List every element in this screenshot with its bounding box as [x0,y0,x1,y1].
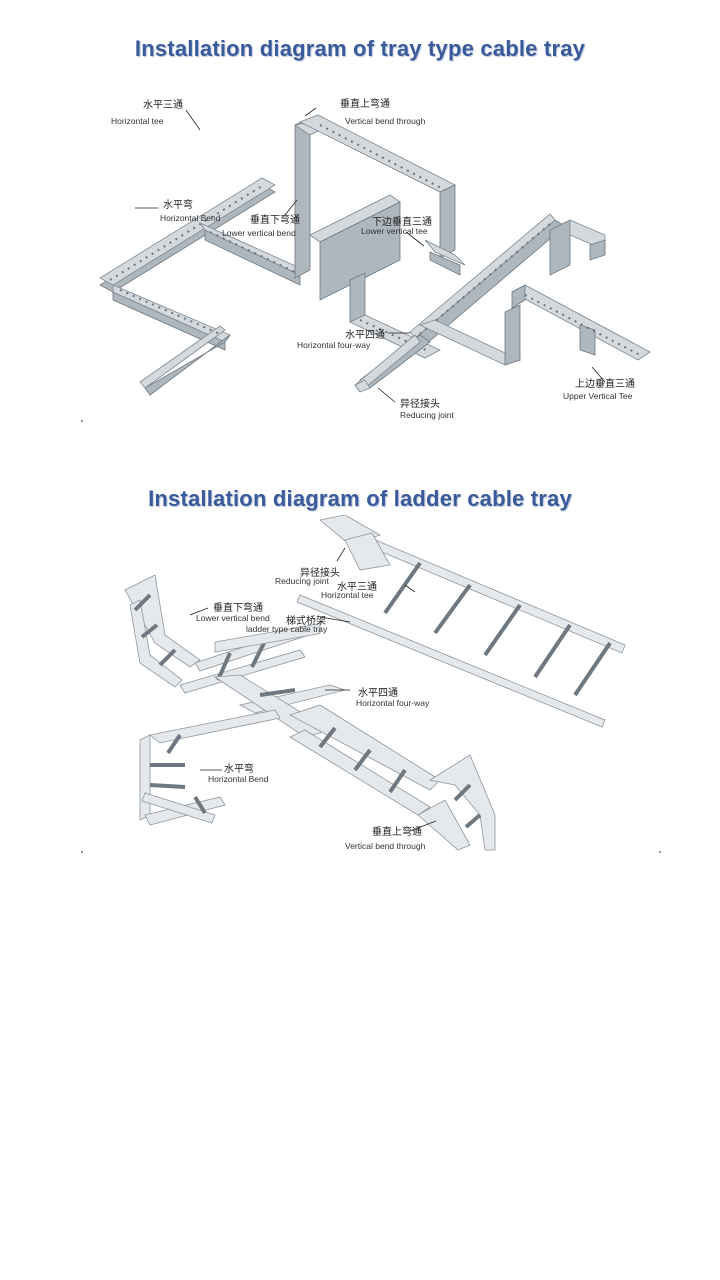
ladder-lower-right-run [288,704,496,851]
tray-vertical-riser [293,117,321,279]
label2-horizontal-bend-en: Horizontal Bend [208,774,269,784]
stray-mark [81,420,83,422]
label-horizontal-four-way-en: Horizontal four-way [297,340,371,350]
ladder-type-diagram: 异径接头 Reducing joint 水平三通 Horizontal tee … [81,515,661,853]
label2-horizontal-bend-cn: 水平弯 [224,762,254,775]
tray-horizontal-bend-piece [112,284,231,396]
label-reducing-joint-en: Reducing joint [400,410,455,420]
tray-diagram-title: Installation diagram of tray type cable … [134,36,586,61]
label2-horizontal-tee-en: Horizontal tee [321,590,374,600]
label2-horizontal-four-way-en: Horizontal four-way [356,698,430,708]
tray-upper-right-piece [549,219,606,276]
label-horizontal-four-way-cn: 水平四通 [345,329,385,341]
tray-main-diagonal [99,177,276,293]
label2-lower-vertical-bend-en: Lower vertical bend [196,613,270,623]
label2-lower-vertical-bend-cn: 垂直下弯通 [213,601,263,614]
ladder-left-vertical-bend [124,574,201,688]
label-lower-vertical-bend-cn: 垂直下弯通 [250,213,300,226]
label-reducing-joint-cn: 异径接头 [400,397,440,410]
stray-mark-right [659,851,661,853]
label2-ladder-tray-en: ladder type cable tray [246,624,328,634]
label-horizontal-bend-en: Horizontal Bend [160,213,221,223]
label-horizontal-tee-en: Horizontal tee [111,116,164,126]
tray-right-diagonal [409,213,566,346]
label-lower-vertical-tee-cn: 下边垂直三通 [372,215,432,228]
label-upper-vertical-tee-cn: 上边垂直三通 [575,377,635,390]
ladder-four-way-cross [213,623,347,738]
tray-reducing-joint [354,334,431,393]
label2-horizontal-four-way-cn: 水平四通 [358,687,398,699]
tray-upper-vertical-tee-run [511,284,651,361]
label2-horizontal-tee-cn: 水平三通 [337,581,377,593]
ladder-diagram-title: Installation diagram of ladder cable tra… [148,486,572,511]
tray-lower-tee [309,194,466,301]
label2-ladder-tray-cn: 梯式桥架 [286,614,326,627]
label-vertical-bend-through-cn: 垂直上弯通 [340,97,390,110]
label-vertical-bend-through-en: Vertical bend through [345,116,426,126]
tray-tee-branch [198,222,301,286]
tray-upper-run [299,114,456,259]
label-horizontal-bend-cn: 水平弯 [163,198,193,211]
ladder-reducing-joint [319,515,391,571]
label-horizontal-tee-cn: 水平三通 [143,99,183,111]
stray-mark-left [81,851,83,853]
label-upper-vertical-tee-en: Upper Vertical Tee [563,391,633,401]
label2-reducing-joint-cn: 异径接头 [300,566,340,579]
tray-four-way-right [418,304,522,366]
tray-type-diagram: 水平三通 Horizontal tee 垂直上弯通 Vertical bend … [81,97,651,422]
ladder-lower-left-bend [139,709,281,826]
label2-vertical-bend-through-cn: 垂直上弯通 [372,825,422,838]
label2-vertical-bend-through-en: Vertical bend through [345,841,426,851]
label-lower-vertical-tee-en: Lower vertical tee [361,226,428,236]
ladder-main-right [296,524,626,728]
label2-reducing-joint-en: Reducing joint [275,576,330,586]
label-lower-vertical-bend-en: Lower vertical bend [222,228,296,238]
